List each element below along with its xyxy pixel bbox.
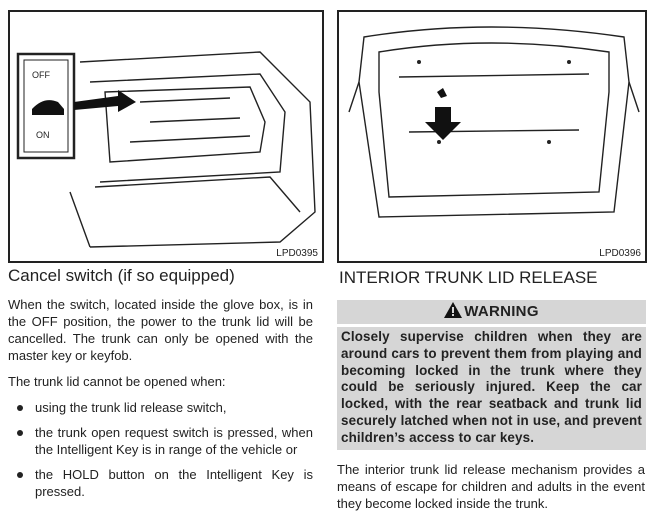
- warning-title: WARNING: [464, 303, 539, 320]
- list-item-text: the trunk open request switch is pressed…: [35, 425, 313, 457]
- bullet-list: using the trunk lid release switch, the …: [8, 399, 313, 500]
- bullet-icon: [17, 430, 23, 436]
- section-heading-trunk-release: INTERIOR TRUNK LID RELEASE: [339, 268, 598, 287]
- list-item: the HOLD button on the Intelligent Key i…: [8, 466, 313, 500]
- section-heading-cancel-switch: Cancel switch (if so equipped): [8, 266, 235, 285]
- list-item: the trunk open request switch is pressed…: [8, 424, 313, 458]
- figure-code: LPD0396: [599, 248, 641, 259]
- glove-box-drawing: [16, 51, 316, 248]
- warning-triangle-icon: [444, 302, 463, 318]
- list-item-text: the HOLD button on the Intelligent Key i…: [35, 467, 313, 499]
- trunk-release-body: The interior trunk lid release mechanism…: [337, 462, 645, 511]
- list-item-text: using the trunk lid release switch,: [35, 400, 227, 415]
- cancel-switch-text: When the switch, located inside the glov…: [8, 296, 313, 508]
- switch-on-label: ON: [36, 130, 50, 140]
- switch-off-label: OFF: [32, 70, 50, 80]
- bullet-icon: [17, 472, 23, 478]
- warning-box: WARNING Closely supervise children when …: [337, 300, 646, 450]
- bullet-icon: [17, 405, 23, 411]
- glove-box-switch-illustration: OFF ON LPD0395: [8, 10, 324, 263]
- trunk-lid-drawing: [348, 26, 640, 218]
- warning-header: WARNING: [337, 300, 646, 324]
- paragraph: The trunk lid cannot be opened when:: [8, 374, 226, 389]
- warning-text: Closely supervise children when they are…: [337, 327, 646, 450]
- figure-code: LPD0395: [276, 248, 318, 259]
- trunk-lid-illustration: LPD0396: [337, 10, 647, 263]
- list-item: using the trunk lid release switch,: [8, 399, 313, 416]
- paragraph: When the switch, located inside the glov…: [8, 297, 313, 363]
